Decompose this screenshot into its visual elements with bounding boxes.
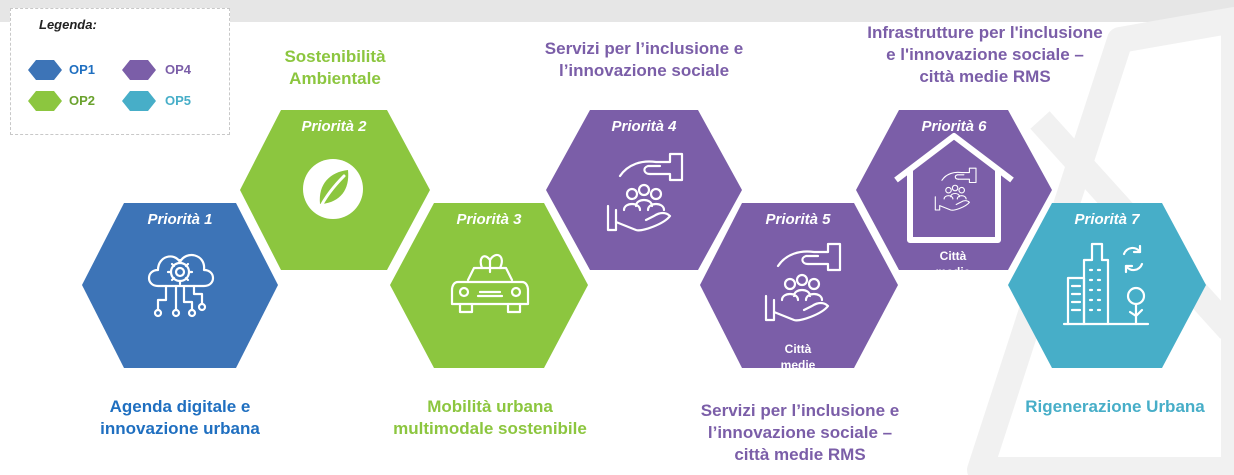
hexagon-priority-4 — [546, 110, 742, 270]
leaf-icon — [303, 159, 363, 219]
priority-7-title: Priorità 7 — [1074, 211, 1140, 228]
priority-6-sub-line: Città — [939, 249, 967, 263]
caption-line: l’innovazione sociale – — [707, 423, 893, 442]
caption-line: Infrastrutture per l'inclusione — [867, 23, 1103, 42]
caption-line: l’innovazione sociale — [558, 61, 730, 80]
caption-line: Mobilità urbana — [427, 397, 553, 416]
caption-line: Servizi per l’inclusione e — [544, 39, 744, 58]
hand-people-icon — [764, 242, 842, 322]
priority-4-title: Priorità 4 — [611, 118, 677, 135]
caption-line: Ambientale — [289, 69, 381, 88]
legend-item-op2: OP2 — [27, 90, 137, 112]
legend-label: OP5 — [165, 93, 192, 108]
priority-5-sub-line: medie — [780, 358, 816, 372]
hexagon-priority-6 — [856, 110, 1052, 270]
legend-title: Legenda: — [39, 17, 97, 32]
legend: Legenda: OP1 OP2 OP4 OP5 — [10, 8, 230, 135]
priority-2-title: Priorità 2 — [301, 118, 367, 135]
eco-car-icon — [450, 253, 530, 314]
caption-line: Sostenibilità — [284, 47, 386, 66]
caption-line: e l'innovazione sociale – — [886, 45, 1084, 64]
legend-item-op4: OP4 — [121, 59, 231, 81]
priority-6-sub-line: RMS — [939, 281, 967, 295]
priority-5-title: Priorità 5 — [765, 211, 831, 228]
caption-line: innovazione urbana — [100, 419, 260, 438]
caption-line: città medie RMS — [919, 67, 1051, 86]
priority-5-sub-line: Città — [784, 342, 812, 356]
city-buildings-icon — [1062, 242, 1150, 326]
priority-6-title: Priorità 6 — [921, 118, 987, 135]
priority-1-title: Priorità 1 — [147, 211, 213, 228]
caption-line: Agenda digitale e — [109, 397, 251, 416]
priority-5-caption: Servizi per l’inclusione e l’innovazione… — [665, 400, 935, 466]
house-hand-people-icon — [894, 133, 1014, 243]
priority-1-caption: Agenda digitale e innovazione urbana — [70, 396, 290, 440]
hexagon-priority-5 — [700, 203, 898, 368]
hexagon-icon — [28, 91, 62, 111]
hand-people-icon — [606, 152, 684, 232]
priority-3-title: Priorità 3 — [456, 211, 522, 228]
priority-3-caption: Mobilità urbana multimodale sostenibile — [370, 396, 610, 440]
legend-label: OP2 — [69, 93, 96, 108]
priority-6-sub-line: medie — [935, 265, 971, 279]
legend-item-op1: OP1 — [27, 59, 137, 81]
caption-line: multimodale sostenibile — [393, 419, 587, 438]
caption-line: Servizi per l’inclusione e — [700, 401, 900, 420]
priority-6-sub: Città medie RMS — [918, 248, 988, 296]
priority-6-caption: Infrastrutture per l'inclusione e l'inno… — [835, 22, 1135, 88]
priority-2-caption: Sostenibilità Ambientale — [240, 46, 430, 90]
legend-label: OP4 — [165, 62, 192, 77]
cloud-gear-circuit-icon — [147, 253, 215, 318]
priority-5-sub: Città medie RMS — [763, 341, 833, 389]
legend-label: OP1 — [69, 62, 96, 77]
caption-line: città medie RMS — [734, 445, 866, 464]
legend-item-op5: OP5 — [121, 90, 231, 112]
hexagon-icon — [122, 60, 156, 80]
top-band — [0, 0, 1234, 22]
caption-line: Rigenerazione Urbana — [1025, 397, 1205, 416]
priority-5-sub-line: RMS — [784, 374, 812, 388]
priority-4-caption: Servizi per l’inclusione e l’innovazione… — [514, 38, 774, 82]
hexagon-icon — [28, 60, 62, 80]
priority-7-caption: Rigenerazione Urbana — [1000, 396, 1230, 418]
hexagon-priority-3 — [390, 203, 588, 368]
hexagon-icon — [122, 91, 156, 111]
